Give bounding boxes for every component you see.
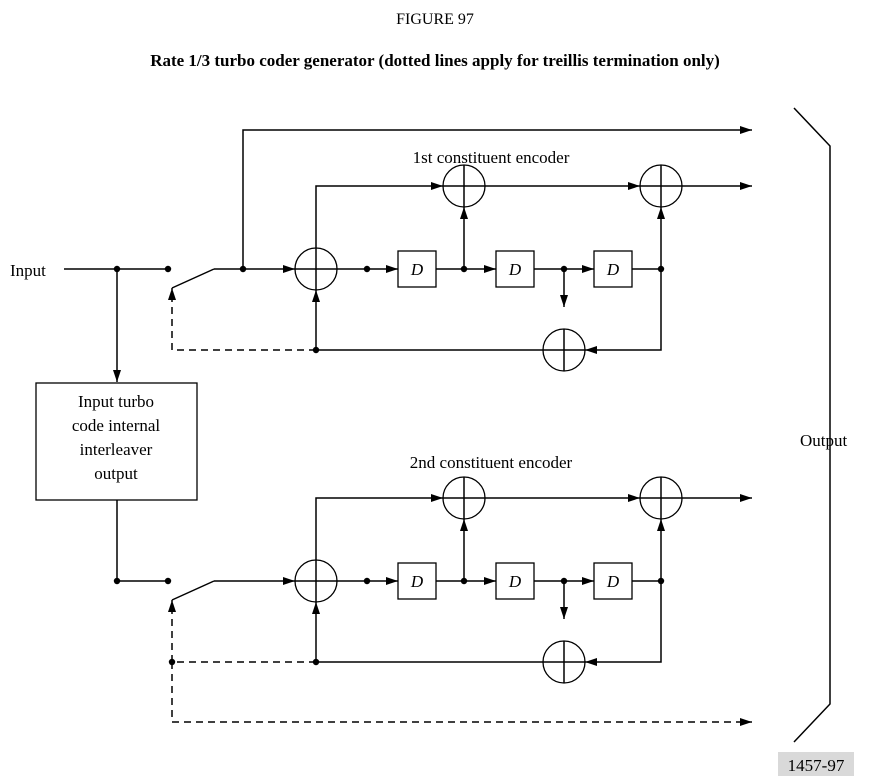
delay-2-1-label: D (410, 572, 424, 591)
interleaver-line-1: Input turbo (78, 392, 154, 411)
encoder-1: 1st constituent encoder D D D (164, 148, 752, 372)
delay-1-3-label: D (606, 260, 620, 279)
termination-2-dashed (168, 600, 316, 663)
delay-1-2-label: D (508, 260, 522, 279)
systematic-tap (239, 265, 247, 273)
delay-1-1-label: D (410, 260, 424, 279)
switch-1-contact-top (164, 265, 172, 273)
delay-2-3-label: D (606, 572, 620, 591)
encoder-2: 2nd constituent encoder D D D (164, 453, 752, 726)
output-bracket (793, 107, 831, 743)
interleaver-line-3: interleaver (80, 440, 153, 459)
interleaver-box (35, 382, 198, 501)
termination-tail-output (171, 662, 752, 726)
adder-2-feedforward (315, 494, 443, 560)
systematic-output-arrow (242, 126, 752, 269)
encoder-2-title: 2nd constituent encoder (410, 453, 573, 472)
delay-1-1 (397, 250, 437, 288)
switch-2-blade (171, 580, 215, 601)
termination-1-dashed (168, 288, 316, 351)
interleaver-line-4: output (94, 464, 138, 483)
input-label: Input (10, 261, 46, 280)
delay-2-2-label: D (508, 572, 522, 591)
figure-id: 1457-97 (788, 756, 845, 775)
delay-1-2 (495, 250, 535, 288)
switch-1-blade (171, 268, 215, 289)
switch-2-contact-top (164, 577, 172, 585)
interleaver-output-line (116, 500, 168, 582)
interleaver-output-junction (113, 577, 121, 585)
figure-caption: Rate 1/3 turbo coder generator (dotted l… (150, 51, 720, 70)
delay-1-3 (593, 250, 633, 288)
delay-2-3 (593, 562, 633, 600)
figure-id-background (778, 752, 854, 776)
figure-number: FIGURE 97 (396, 11, 474, 28)
output-label: Output (800, 431, 848, 450)
adder-1-feedforward (315, 182, 443, 248)
encoder-1-title: 1st constituent encoder (413, 148, 570, 167)
interleaver-line-2: code internal (72, 416, 161, 435)
